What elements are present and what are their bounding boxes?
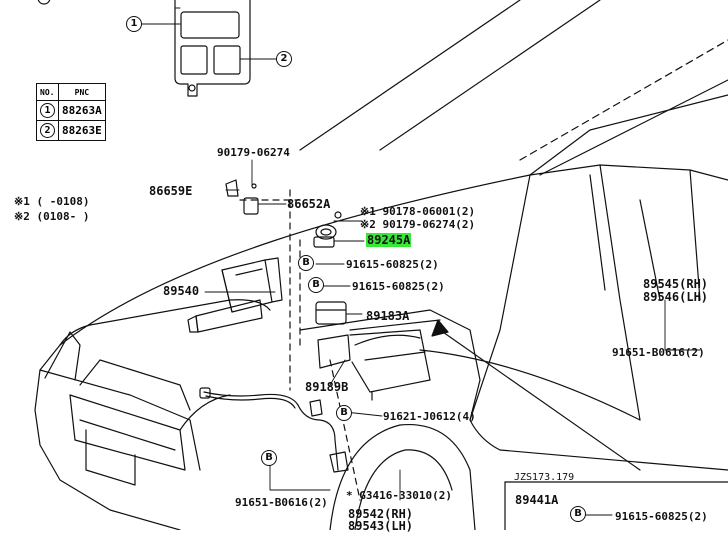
part-label[interactable]: 89183A	[366, 309, 410, 323]
wheel-arch-outline	[329, 423, 476, 530]
part-label-highlighted[interactable]: 89245A	[366, 233, 412, 247]
diagram-code: JZS173.179	[514, 472, 575, 483]
dashed-boundary	[239, 189, 361, 501]
part-label[interactable]: 89545(RH)	[643, 277, 709, 291]
row-number: 2	[40, 123, 55, 138]
part-label[interactable]: 90179-06274	[217, 146, 290, 159]
pnc-col-pnc: PNC	[58, 83, 106, 101]
footnote-1: ※1 ( -0108)	[14, 195, 90, 208]
part-label[interactable]: 91615-60825(2)	[346, 258, 439, 271]
part-label[interactable]: 91615-60825(2)	[615, 510, 708, 523]
callout-1: 1	[126, 16, 142, 32]
row-number: 1	[40, 103, 55, 118]
pnc-value[interactable]: 88263A	[58, 100, 106, 121]
footnote-2: ※2 (0108- )	[14, 210, 90, 223]
grille-outline	[39, 331, 231, 486]
part-label[interactable]: 89546(LH)	[643, 290, 709, 304]
pnc-col-no: NO.	[36, 83, 59, 101]
arrow-head	[431, 319, 449, 337]
pnc-table: NO. PNC 1 88263A 2 88263E	[36, 83, 106, 141]
part-label[interactable]: 89543(LH)	[348, 519, 414, 533]
part-label[interactable]: 89441A	[515, 493, 559, 507]
pnc-value[interactable]: 88263E	[58, 120, 106, 141]
part-label[interactable]: 86659E	[149, 184, 193, 198]
bolt-callout-b: B	[336, 405, 352, 421]
part-label[interactable]: ※1 90178-06001(2)	[360, 205, 476, 218]
sensor-assembly-drawing	[315, 301, 431, 401]
table-row: 1 88263A	[36, 100, 106, 121]
callout-2: 2	[276, 51, 292, 67]
cabin-outline	[469, 164, 728, 421]
part-label[interactable]: 86652A	[287, 197, 331, 211]
part-label[interactable]: 89189B	[305, 380, 349, 394]
bolt-callout-b: B	[261, 450, 277, 466]
relay-block-drawing	[37, 0, 251, 97]
wire-harness-drawing	[199, 387, 349, 473]
highlighted-part-89245A[interactable]: 89245A	[366, 233, 412, 247]
bracket-86652A-drawing	[225, 179, 342, 219]
arrow-line	[439, 329, 641, 471]
part-label[interactable]: 91651-B0616(2)	[235, 496, 328, 509]
part-label[interactable]: 91621-J0612(4)	[383, 410, 476, 423]
part-label[interactable]: * G3416-33010(2)	[346, 489, 452, 502]
part-label[interactable]: 91615-60825(2)	[352, 280, 445, 293]
sensor-89245A-drawing	[313, 224, 337, 248]
part-label[interactable]: 91651-B0616(2)	[612, 346, 705, 359]
part-label[interactable]: ※2 90179-06274(2)	[360, 218, 476, 231]
pnc-table-header: NO. PNC	[36, 83, 106, 101]
bolt-callout-b: B	[298, 255, 314, 271]
bolt-callout-b: B	[308, 277, 324, 293]
hood-outline	[59, 0, 728, 346]
part-label[interactable]: 89542(RH)	[348, 507, 414, 521]
table-row: 2 88263E	[36, 120, 106, 141]
ecu-89540-drawing	[187, 257, 283, 333]
part-label[interactable]: 89540	[163, 284, 200, 298]
bolt-callout-b: B	[570, 506, 586, 522]
fender-outline	[34, 299, 728, 530]
leader-lines	[139, 7, 701, 516]
